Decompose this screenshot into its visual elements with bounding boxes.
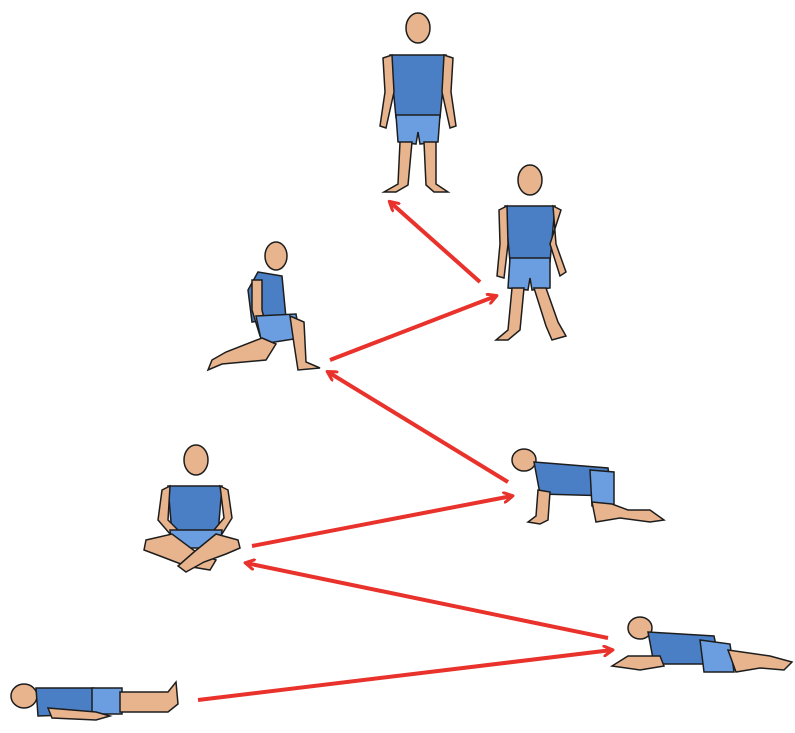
figure-lying xyxy=(11,682,178,720)
figure-hands-and-knees xyxy=(512,449,664,524)
arrow-prone-to-sitting xyxy=(246,563,608,638)
arrow-kneel-to-walk xyxy=(330,296,496,360)
arrow-walk-to-stand xyxy=(390,202,480,282)
arrow-lying-to-prone xyxy=(198,650,612,700)
figure-prone xyxy=(612,617,792,672)
figure-walking xyxy=(496,165,566,340)
figure-sitting xyxy=(144,445,240,572)
figure-standing xyxy=(380,13,456,192)
figure-half-kneeling xyxy=(208,242,320,370)
arrow-sitting-to-crawl xyxy=(252,496,512,546)
arrow-crawl-to-kneel xyxy=(328,372,508,482)
